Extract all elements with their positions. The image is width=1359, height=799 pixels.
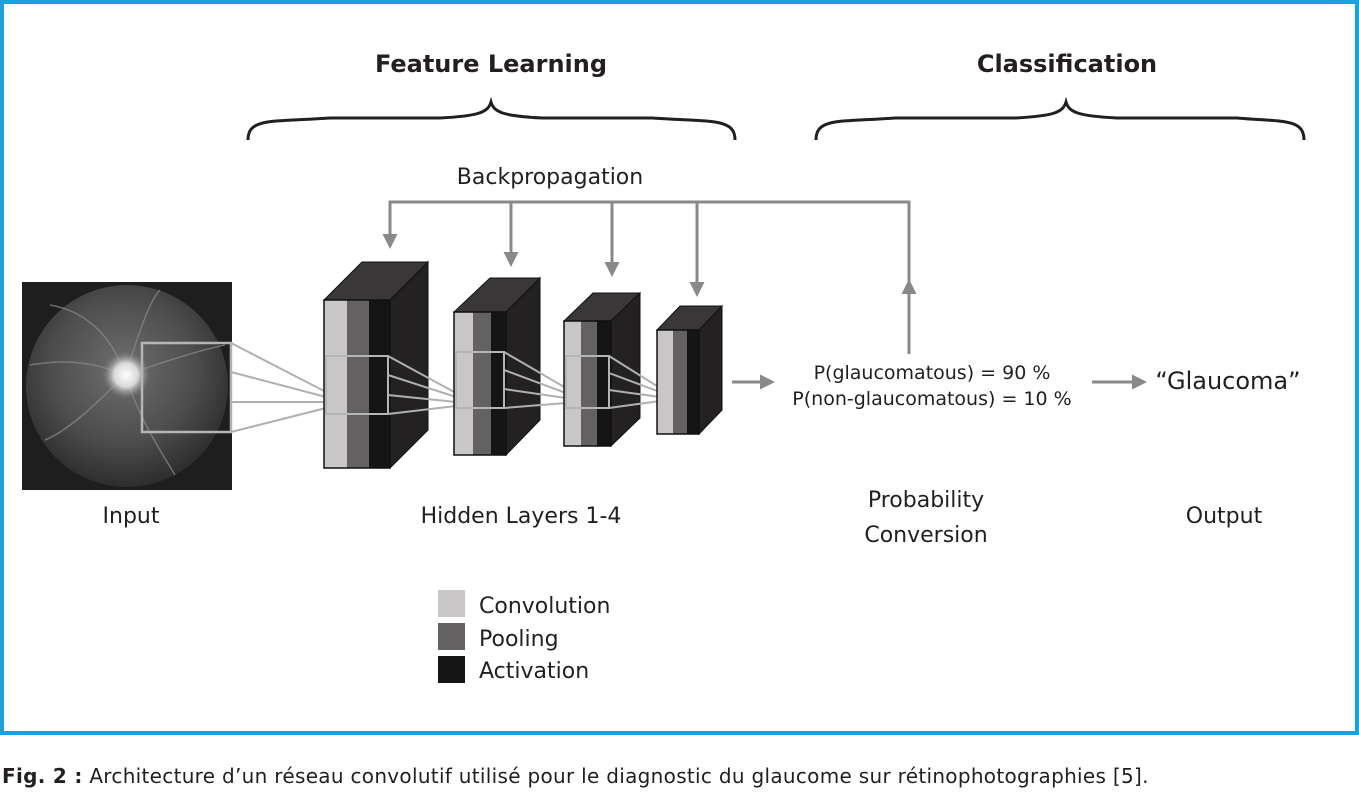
hidden-layer-2: [452, 276, 567, 457]
classification-brace: [814, 96, 1306, 141]
legend-swatch-pooling: [438, 623, 465, 650]
feature-learning-heading: Feature Learning: [375, 50, 607, 78]
legend-swatch-activation: [438, 656, 465, 683]
legend-label-pooling: Pooling: [479, 627, 559, 652]
backpropagation-label: Backpropagation: [457, 165, 643, 190]
probability-label-line2: Conversion: [864, 523, 987, 548]
legend-label-activation: Activation: [479, 659, 589, 684]
output-label: Output: [1186, 504, 1263, 529]
hidden-layer-4: [655, 304, 724, 436]
input-label: Input: [103, 504, 160, 529]
receptive-field-lines: [230, 342, 327, 433]
backpropagation-arrows: [382, 200, 917, 354]
classification-heading: Classification: [977, 50, 1157, 78]
caption-prefix: Fig. 2 :: [2, 764, 83, 788]
probability-label-line1: Probability: [868, 488, 984, 513]
input-retina-image: [22, 282, 233, 490]
probability-non-glaucomatous: P(non-glaucomatous) = 10 %: [792, 388, 1071, 410]
figure-caption: Fig. 2 : Architecture d’un réseau convol…: [2, 764, 1359, 788]
hidden-layers-label: Hidden Layers 1-4: [421, 504, 622, 529]
output-value: “Glaucoma”: [1155, 367, 1300, 395]
probability-glaucomatous: P(glaucomatous) = 90 %: [814, 362, 1051, 384]
hidden-layer-1: [322, 260, 457, 470]
legend-swatch-convolution: [438, 590, 465, 617]
backprop-path: [382, 200, 911, 354]
cnn-architecture-diagram: Feature Learning Classification Backprop…: [22, 50, 1306, 684]
feature-learning-brace: [246, 96, 737, 141]
hidden-layer-3: [562, 291, 661, 448]
legend-label-convolution: Convolution: [479, 594, 610, 619]
legend: Convolution Pooling Activation: [438, 590, 610, 684]
caption-text: Architecture d’un réseau convolutif util…: [82, 764, 1149, 788]
